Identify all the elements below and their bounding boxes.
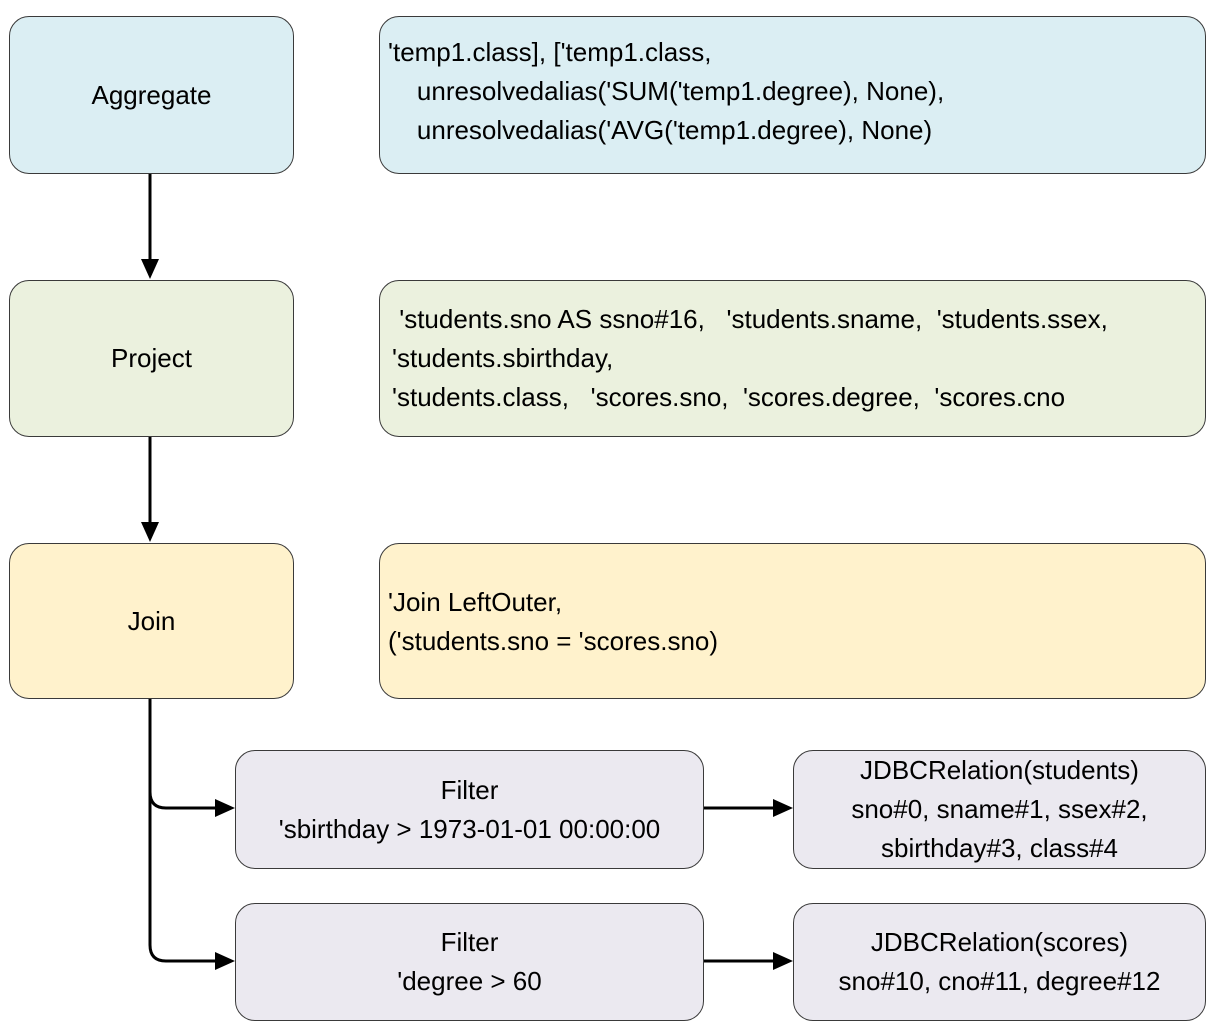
connector-join-to-filter1 [148,791,216,810]
aggregate-detail-line: 'temp1.class], ['temp1.class, [388,36,712,67]
join-detail: 'Join LeftOuter, ('students.sno = 'score… [379,543,1206,699]
arrowhead-join-to-filter2 [215,952,235,970]
jdbc-relation-students-node: JDBCRelation(students) sno#0, sname#1, s… [793,750,1206,869]
aggregate-label: Aggregate [91,79,212,110]
relation-title: JDBCRelation(scores) [870,927,1129,957]
project-detail-line: 'students.class, 'scores.sno, 'scores.de… [392,382,1066,412]
join-detail-line: ('students.sno = 'scores.sno) [388,626,719,656]
aggregate-detail-line: unresolvedalias('SUM('temp1.degree), Non… [388,75,945,106]
filter-title: Filter [440,927,499,957]
arrowhead-filter1-to-relation1 [773,799,793,817]
arrowhead-aggregate-to-project [141,259,159,279]
aggregate-node: Aggregate [9,16,294,174]
join-node: Join [9,543,294,699]
arrowhead-project-to-join [141,522,159,542]
filter-condition: 'degree > 60 [397,966,542,996]
relation-title: JDBCRelation(students) [860,755,1139,785]
relation-columns: sno#0, sname#1, ssex#2, [851,794,1148,824]
jdbc-relation-scores-node: JDBCRelation(scores) sno#10, cno#11, deg… [793,903,1206,1021]
connector-join-trunk [148,699,216,963]
filter-degree-node: Filter 'degree > 60 [235,903,704,1021]
filter-title: Filter [440,774,499,805]
join-detail-line: 'Join LeftOuter, [388,587,563,617]
project-label: Project [111,343,192,373]
arrowhead-join-to-filter1 [215,799,235,817]
project-detail-line: 'students.sbirthday, [392,343,614,373]
aggregate-detail-line: unresolvedalias('AVG('temp1.degree), Non… [388,114,933,145]
aggregate-detail: 'temp1.class], ['temp1.class, unresolved… [379,16,1206,174]
relation-columns: sno#10, cno#11, degree#12 [838,966,1161,996]
project-detail: 'students.sno AS ssno#16, 'students.snam… [379,280,1206,437]
arrowhead-filter2-to-relation2 [773,952,793,970]
relation-columns: sbirthday#3, class#4 [880,833,1119,863]
filter-sbirthday-node: Filter 'sbirthday > 1973-01-01 00:00:00 [235,750,704,869]
filter-condition: 'sbirthday > 1973-01-01 00:00:00 [278,813,661,844]
project-detail-line: 'students.sno AS ssno#16, 'students.snam… [392,304,1108,334]
join-label: Join [127,605,176,636]
project-node: Project [9,280,294,437]
